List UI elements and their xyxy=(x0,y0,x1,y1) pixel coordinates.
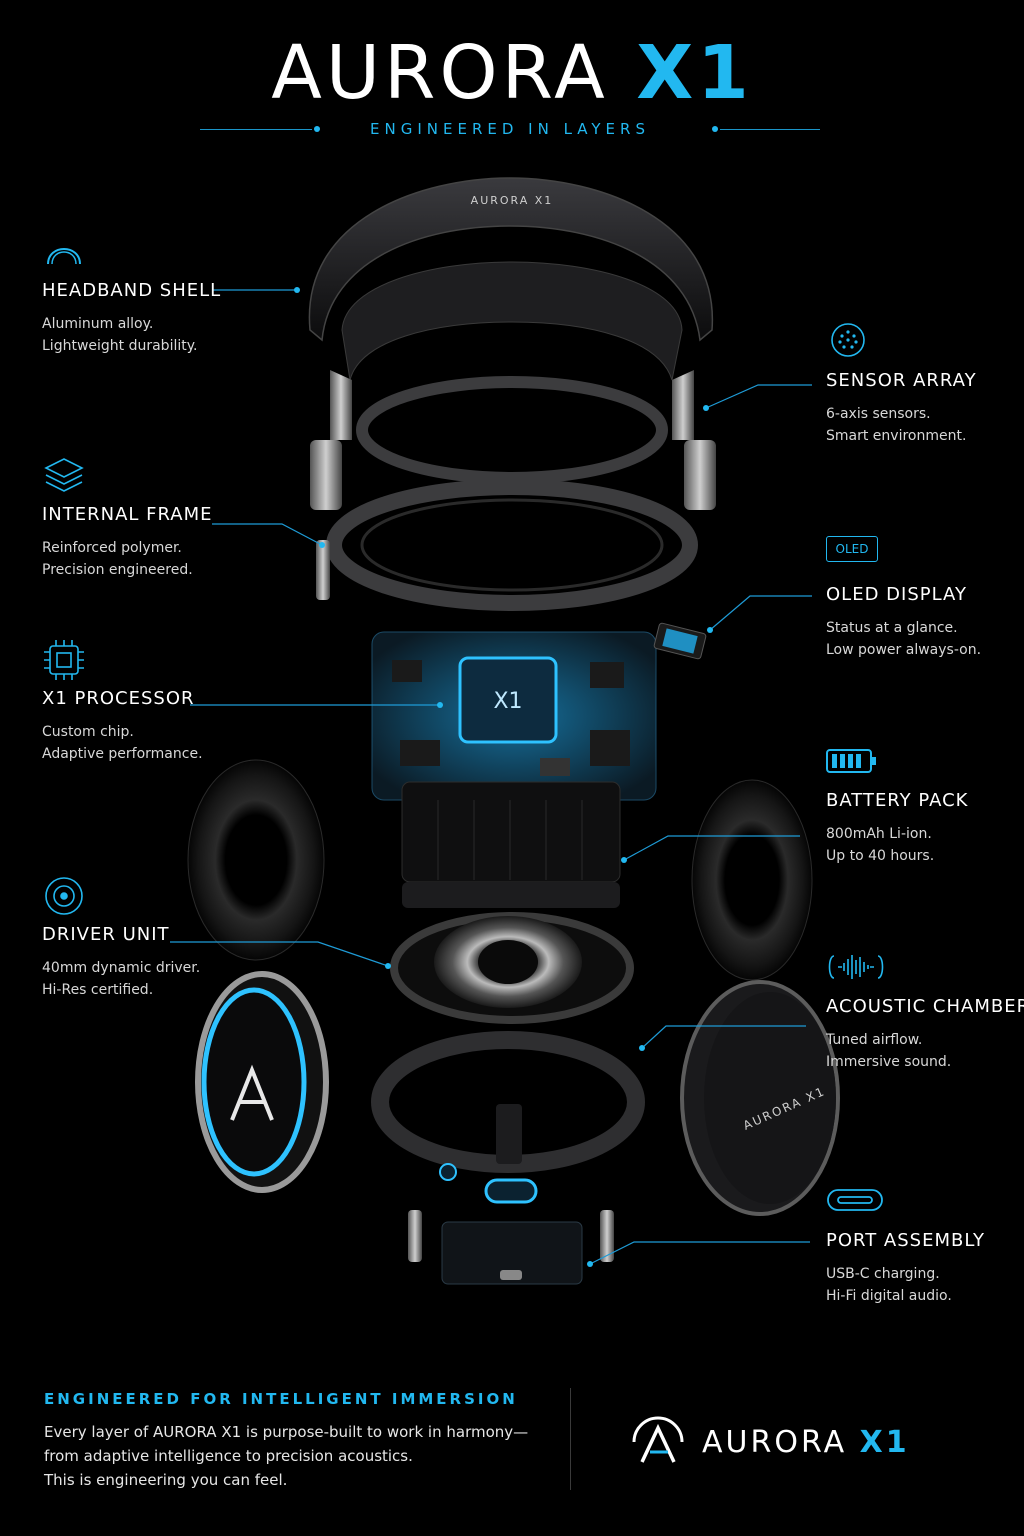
callout-desc-line2: Smart environment. xyxy=(826,428,967,444)
internal-frame-part xyxy=(316,376,698,611)
callout-desc-line1: Aluminum alloy. xyxy=(42,316,154,332)
callout-battery-pack: BATTERY PACK 800mAh Li-ion. Up to 40 hou… xyxy=(826,740,1024,867)
layers-icon xyxy=(42,454,86,498)
subtitle-rule-left xyxy=(200,129,312,130)
callout-desc-line2: Lightweight durability. xyxy=(42,338,198,354)
port-board-part xyxy=(408,1210,614,1285)
subtitle-dot-left xyxy=(314,126,320,132)
callout-x1-processor: X1 PROCESSOR Custom chip. Adaptive perfo… xyxy=(42,638,262,765)
headband-icon xyxy=(42,230,86,274)
callout-oled-display: OLED OLED DISPLAY Status at a glance. Lo… xyxy=(826,536,1024,661)
battery-pack-part xyxy=(401,781,621,908)
callout-title: X1 PROCESSOR xyxy=(42,688,195,709)
title-main: AURORA xyxy=(271,30,609,116)
right-ear-cup-part: AURORA X1 xyxy=(680,980,840,1216)
callout-desc-line1: 6-axis sensors. xyxy=(826,406,931,422)
callout-title: SENSOR ARRAY xyxy=(826,370,977,391)
callout-headband-shell: HEADBAND SHELL Aluminum alloy. Lightweig… xyxy=(42,230,262,357)
aurora-logo-icon xyxy=(632,1416,684,1463)
sensor-icon xyxy=(826,320,870,364)
left-ear-cup-part xyxy=(195,971,329,1193)
driver-unit-part xyxy=(390,912,634,1024)
chip-label: X1 xyxy=(493,689,522,714)
right-ear-cushion xyxy=(691,779,813,981)
callout-desc-line2: Immersive sound. xyxy=(826,1054,952,1070)
callout-desc-line1: USB-C charging. xyxy=(826,1266,940,1282)
callout-desc-line1: Custom chip. xyxy=(42,724,134,740)
callout-sensor-array: SENSOR ARRAY 6-axis sensors. Smart envir… xyxy=(826,320,1024,447)
chip-icon xyxy=(42,638,86,682)
footer-logo-accent: X1 xyxy=(859,1424,910,1460)
speaker-icon xyxy=(42,874,86,918)
callout-driver-unit: DRIVER UNIT 40mm dynamic driver. Hi-Res … xyxy=(42,874,262,1001)
callout-desc-line2: Up to 40 hours. xyxy=(826,848,935,864)
footer-logo-main: AURORA xyxy=(702,1424,848,1460)
headband-shell-part: AURORA X1 xyxy=(308,177,716,510)
subtitle-row: ENGINEERED IN LAYERS xyxy=(200,118,820,142)
callout-title: ACOUSTIC CHAMBER xyxy=(826,996,1024,1017)
acoustic-chamber-part xyxy=(371,1031,645,1204)
callout-title: BATTERY PACK xyxy=(826,790,969,811)
usb-c-port-icon xyxy=(826,1180,883,1224)
subtitle-dot-right xyxy=(712,126,718,132)
callout-desc-line2: Adaptive performance. xyxy=(42,746,203,762)
callout-title: OLED DISPLAY xyxy=(826,584,967,605)
footer-heading: ENGINEERED FOR INTELLIGENT IMMERSION xyxy=(44,1390,518,1408)
callout-title: INTERNAL FRAME xyxy=(42,504,213,525)
oled-module-part xyxy=(653,622,707,660)
callout-desc-line1: 40mm dynamic driver. xyxy=(42,960,201,976)
callout-desc-line1: Status at a glance. xyxy=(826,620,958,636)
callout-desc-line2: Hi-Fi digital audio. xyxy=(826,1288,952,1304)
footer-logo: AURORA X1 xyxy=(628,1414,910,1470)
footer-line2: from adaptive intelligence to precision … xyxy=(44,1447,413,1465)
product-title: AURORA X1 xyxy=(0,36,1024,110)
title-accent: X1 xyxy=(636,30,753,116)
callout-internal-frame: INTERNAL FRAME Reinforced polymer. Preci… xyxy=(42,454,262,581)
subtitle: ENGINEERED IN LAYERS xyxy=(370,120,650,138)
processor-board-part: X1 xyxy=(371,631,657,801)
callout-desc-line1: 800mAh Li-ion. xyxy=(826,826,932,842)
callout-title: HEADBAND SHELL xyxy=(42,280,222,301)
callout-port-assembly: PORT ASSEMBLY USB-C charging. Hi-Fi digi… xyxy=(826,1180,1024,1307)
callout-desc-line2: Low power always-on. xyxy=(826,642,982,658)
footer-divider xyxy=(570,1388,571,1490)
headband-logo-text: AURORA X1 xyxy=(471,194,554,207)
footer-line1: Every layer of AURORA X1 is purpose-buil… xyxy=(44,1423,529,1441)
callout-title: DRIVER UNIT xyxy=(42,924,170,945)
footer-line3: This is engineering you can feel. xyxy=(44,1471,288,1489)
callout-desc-line1: Tuned airflow. xyxy=(826,1032,923,1048)
subtitle-rule-right xyxy=(720,129,820,130)
battery-icon xyxy=(826,740,876,784)
callout-desc-line1: Reinforced polymer. xyxy=(42,540,182,556)
callout-title: PORT ASSEMBLY xyxy=(826,1230,985,1251)
footer-body: Every layer of AURORA X1 is purpose-buil… xyxy=(44,1420,528,1492)
callout-acoustic-chamber: ACOUSTIC CHAMBER Tuned airflow. Immersiv… xyxy=(826,946,1024,1073)
oled-badge-icon: OLED xyxy=(826,536,878,562)
callout-desc-line2: Hi-Res certified. xyxy=(42,982,154,998)
oled-badge-text: OLED xyxy=(835,542,869,556)
callout-desc-line2: Precision engineered. xyxy=(42,562,193,578)
waveform-icon xyxy=(826,946,884,990)
